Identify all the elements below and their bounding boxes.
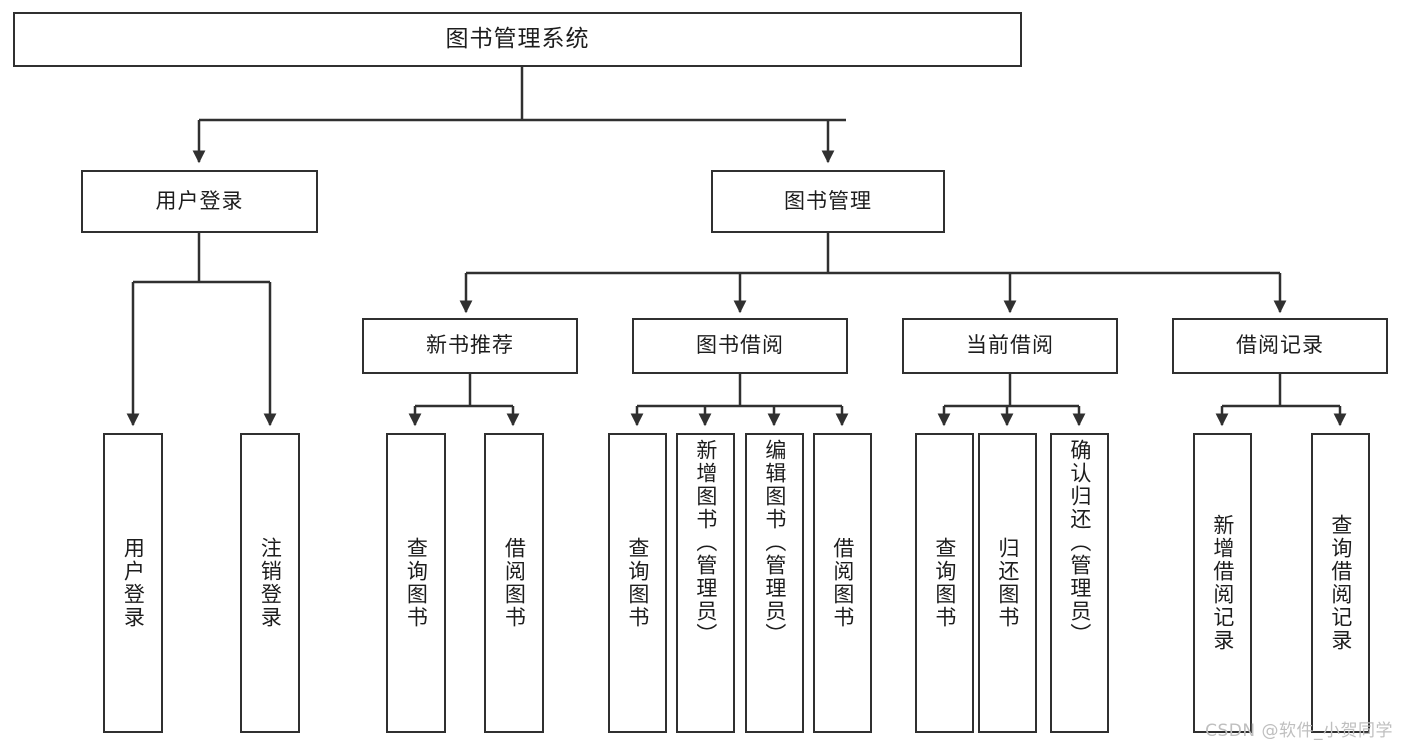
- leaf-book-borrow-1[interactable]: 新增图书（管理员）: [676, 433, 735, 733]
- leaf-label: 新增借阅记录: [1210, 514, 1235, 652]
- leaf-book-borrow-0[interactable]: 查询图书: [608, 433, 667, 733]
- node-label: 图书管理: [784, 188, 872, 213]
- node-label: 当前借阅: [966, 333, 1054, 358]
- leaf-label: 编辑图书（管理员）: [762, 439, 787, 646]
- leaf-label: 查询图书: [625, 537, 650, 629]
- node-current-borrow[interactable]: 当前借阅: [902, 318, 1118, 374]
- leaf-new-book-recommend-0[interactable]: 查询图书: [386, 433, 446, 733]
- leaf-label: 查询图书: [932, 537, 957, 629]
- node-user-login[interactable]: 用户登录: [81, 170, 318, 233]
- node-borrow-record[interactable]: 借阅记录: [1172, 318, 1388, 374]
- leaf-label: 借阅图书: [502, 537, 527, 629]
- leaf-book-borrow-3[interactable]: 借阅图书: [813, 433, 872, 733]
- leaf-label: 查询图书: [404, 537, 429, 629]
- node-label: 图书借阅: [696, 333, 784, 358]
- leaf-label: 注销登录: [258, 537, 283, 629]
- node-root-book-management-system[interactable]: 图书管理系统: [13, 12, 1022, 67]
- node-label: 用户登录: [155, 188, 244, 213]
- leaf-label: 归还图书: [995, 537, 1020, 629]
- leaf-new-book-recommend-1[interactable]: 借阅图书: [484, 433, 544, 733]
- leaf-label: 用户登录: [121, 537, 146, 629]
- leaf-borrow-record-0[interactable]: 新增借阅记录: [1193, 433, 1252, 733]
- leaf-label: 确认归还（管理员）: [1067, 439, 1092, 646]
- leaf-label: 借阅图书: [830, 537, 855, 629]
- leaf-book-borrow-2[interactable]: 编辑图书（管理员）: [745, 433, 804, 733]
- leaf-current-borrow-0[interactable]: 查询图书: [915, 433, 974, 733]
- node-label: 借阅记录: [1236, 333, 1324, 358]
- leaf-user-login-0[interactable]: 用户登录: [103, 433, 163, 733]
- leaf-label: 查询借阅记录: [1328, 514, 1353, 652]
- node-new-book-recommend[interactable]: 新书推荐: [362, 318, 578, 374]
- node-label: 图书管理系统: [445, 25, 590, 52]
- node-book-borrow[interactable]: 图书借阅: [632, 318, 848, 374]
- node-book-management[interactable]: 图书管理: [711, 170, 945, 233]
- leaf-current-borrow-2[interactable]: 确认归还（管理员）: [1050, 433, 1109, 733]
- leaf-borrow-record-1[interactable]: 查询借阅记录: [1311, 433, 1370, 733]
- leaf-label: 新增图书（管理员）: [693, 439, 718, 646]
- leaf-user-login-1[interactable]: 注销登录: [240, 433, 300, 733]
- node-label: 新书推荐: [426, 333, 514, 358]
- leaf-current-borrow-1[interactable]: 归还图书: [978, 433, 1037, 733]
